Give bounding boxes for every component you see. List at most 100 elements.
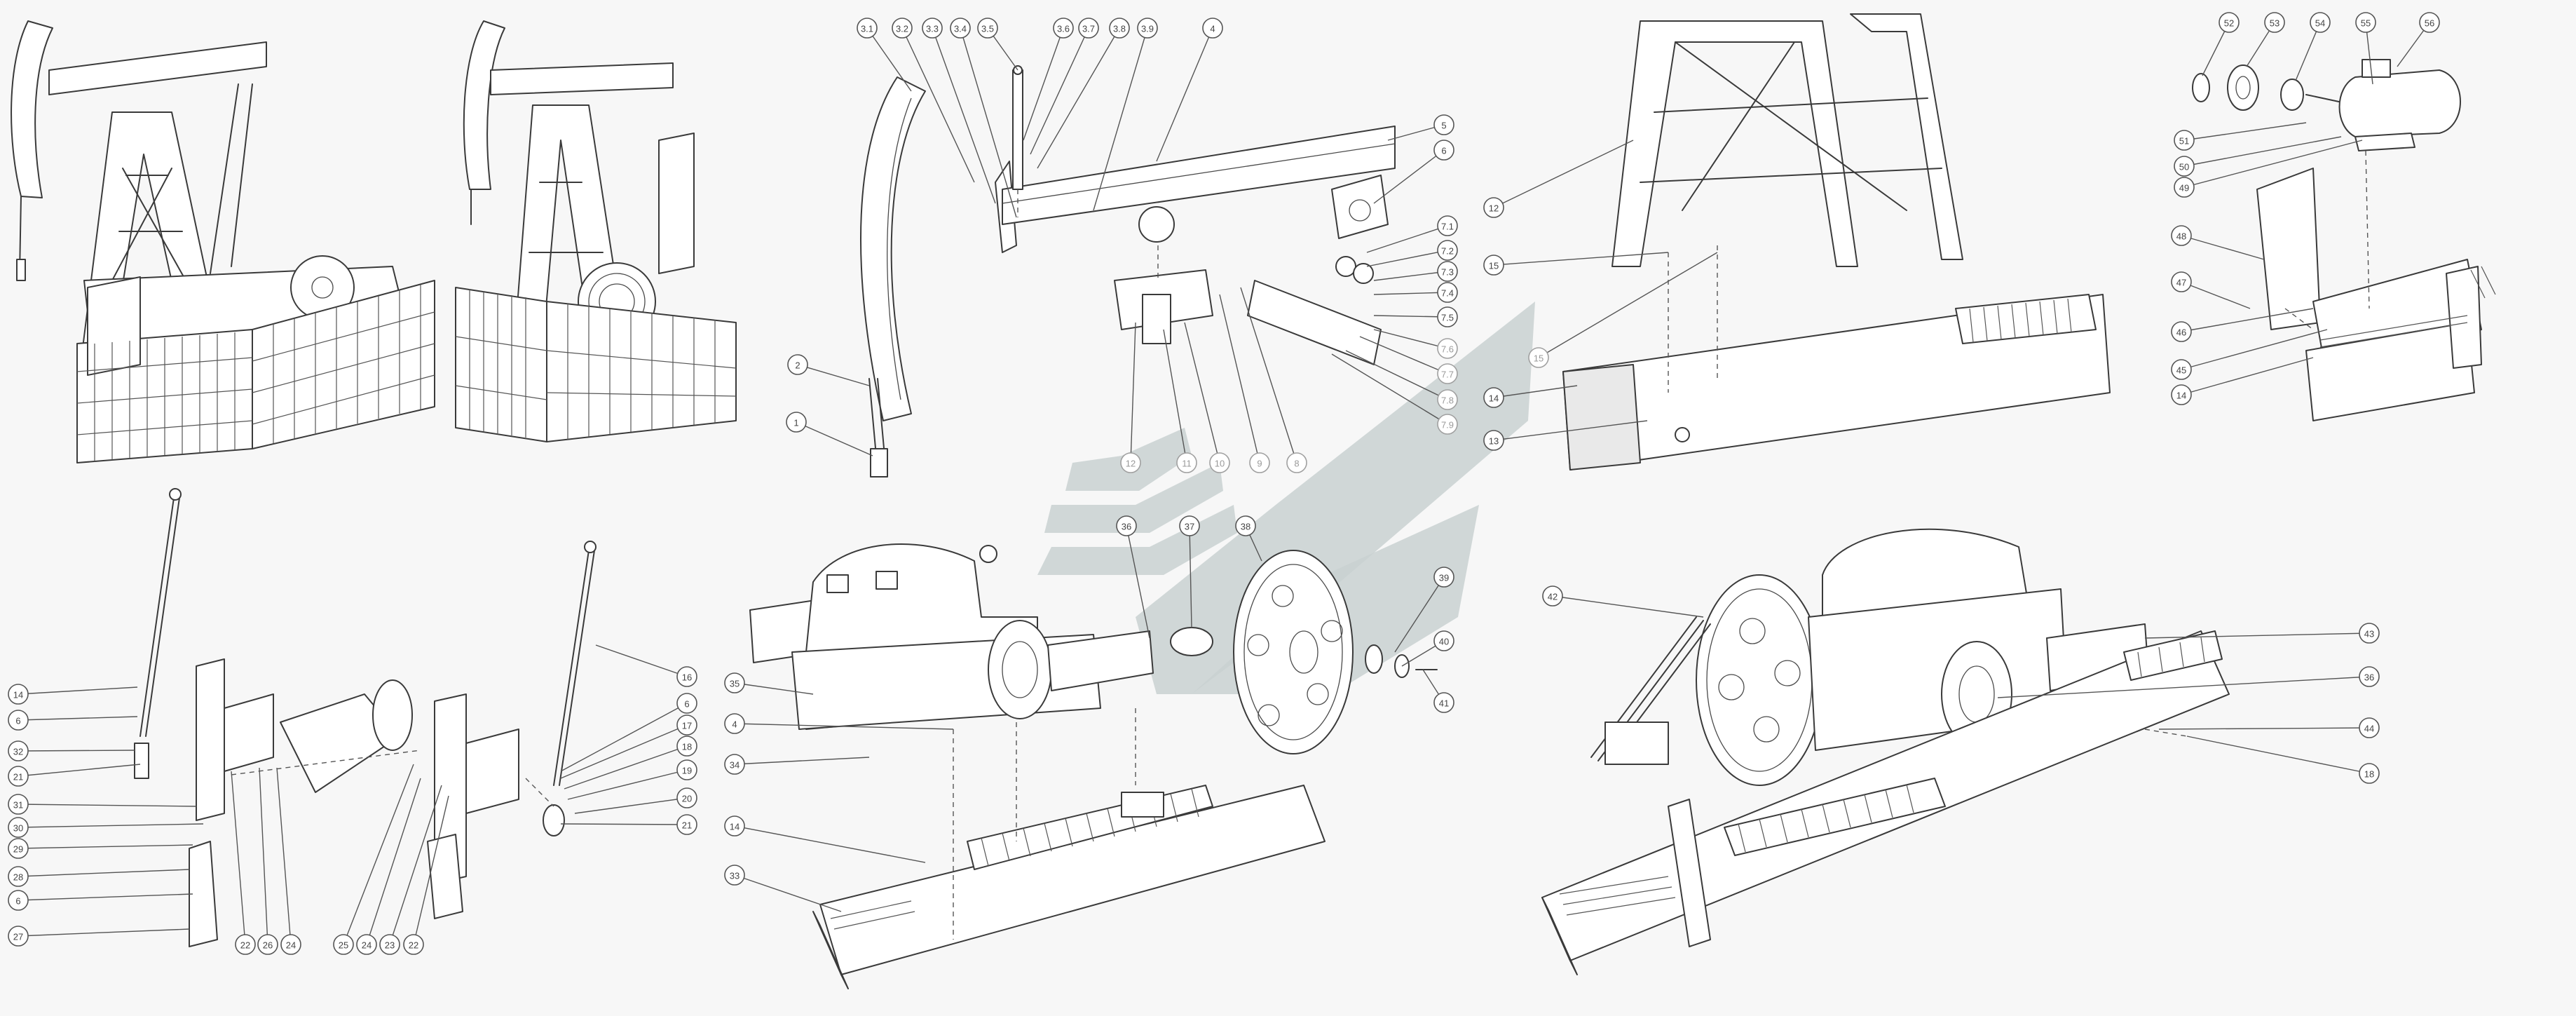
part-callout-6: 6 <box>8 890 29 911</box>
part-callout-56: 56 <box>2419 12 2440 33</box>
leader-line <box>18 823 204 828</box>
callout-label: 4 <box>1210 24 1215 34</box>
callout-label: 38 <box>1241 522 1250 532</box>
callout-label: 7.9 <box>1441 420 1454 431</box>
callout-circle <box>1437 363 1458 384</box>
part-callout-35: 35 <box>724 672 745 693</box>
callout-circle <box>1286 452 1307 473</box>
callout-label: 3.9 <box>1141 24 1154 34</box>
leader-line <box>567 769 688 800</box>
callout-circle <box>1437 282 1458 303</box>
callout-circle <box>676 759 697 780</box>
leader-line <box>1366 225 1448 253</box>
leader-line <box>18 716 138 721</box>
part-callout-50: 50 <box>2174 156 2195 177</box>
leader-line <box>2181 329 2328 370</box>
output-shaft <box>1047 630 1154 691</box>
leader-line <box>2183 140 2363 188</box>
horsehead <box>11 20 53 198</box>
callout-circle <box>379 934 400 955</box>
leader-line <box>18 928 190 937</box>
washer <box>2192 73 2210 102</box>
callout-circle <box>1528 347 1549 368</box>
callout-circle <box>676 787 697 808</box>
leader-line <box>2181 235 2265 260</box>
part-callout-14: 14 <box>1483 387 1504 408</box>
part-callout-7-4: 7.4 <box>1437 282 1458 303</box>
callout-circle <box>724 754 745 775</box>
callout-circle <box>2264 12 2285 33</box>
part-callout-14: 14 <box>724 815 745 836</box>
callout-label: 39 <box>1439 573 1449 583</box>
part-callout-54: 54 <box>2310 12 2331 33</box>
callout-label: 15 <box>1489 261 1499 271</box>
callout-circle <box>333 934 354 955</box>
wrist-pin-right <box>543 804 565 836</box>
callout-label: 47 <box>2176 278 2186 288</box>
callout-label: 14 <box>2176 391 2186 401</box>
callout-circle <box>724 865 745 886</box>
callout-circle <box>2219 12 2240 33</box>
sheave <box>372 679 413 751</box>
leader-line <box>389 785 442 945</box>
leader-line <box>1189 525 1192 628</box>
leader-line <box>2181 308 2314 332</box>
callout-label: 22 <box>409 940 418 951</box>
callout-label: 45 <box>2176 365 2186 376</box>
callout-circle <box>1437 240 1458 261</box>
part-callout-12: 12 <box>1483 197 1504 218</box>
callout-circle <box>1202 18 1223 39</box>
leader-line <box>1359 336 1448 374</box>
wrist-pin-left <box>134 743 149 779</box>
electric-motor <box>2338 69 2461 137</box>
callout-circle <box>2310 12 2331 33</box>
part-callout-2: 2 <box>787 354 808 375</box>
callout-circle <box>1437 215 1458 236</box>
part-callout-39: 39 <box>1433 567 1454 588</box>
part-callout-8: 8 <box>1286 452 1307 473</box>
callout-label: 27 <box>13 932 23 942</box>
part-callout-24: 24 <box>356 934 377 955</box>
grating <box>1955 294 2097 344</box>
part-callout-24: 24 <box>280 934 301 955</box>
part-callout-48: 48 <box>2171 225 2192 246</box>
callout-circle <box>8 684 29 705</box>
part-callout-3-7: 3.7 <box>1078 18 1099 39</box>
callout-label: 1 <box>793 418 798 428</box>
horsehead-walking-beam-exploded <box>859 65 1396 477</box>
callout-circle <box>786 412 807 433</box>
leader-line <box>2144 632 2370 639</box>
callout-label: 54 <box>2315 18 2325 29</box>
leader-line <box>343 764 414 945</box>
callout-circle <box>724 815 745 836</box>
part-callout-51: 51 <box>2174 130 2195 151</box>
part-callout-12: 12 <box>1120 452 1141 473</box>
callout-circle <box>2419 12 2440 33</box>
callout-circle <box>2359 623 2380 644</box>
crank-arm-right <box>434 693 467 884</box>
part-callout-25: 25 <box>333 934 354 955</box>
leader-line <box>1997 676 2370 698</box>
horsehead <box>463 20 505 190</box>
callout-circle <box>676 666 697 687</box>
callout-label: 16 <box>682 672 692 683</box>
callout-circle <box>2171 384 2192 405</box>
leader-line <box>1184 322 1220 463</box>
part-callout-53: 53 <box>2264 12 2285 33</box>
callout-circle <box>8 890 29 911</box>
callout-circle <box>403 934 424 955</box>
callout-circle <box>1483 430 1504 451</box>
part-callout-3-4: 3.4 <box>950 18 971 39</box>
assembled-pump-jack-view-a <box>11 20 435 463</box>
part-callout-23: 23 <box>379 934 400 955</box>
callout-circle <box>8 710 29 731</box>
callout-circle <box>2359 763 2380 784</box>
leader-line <box>564 745 688 790</box>
part-callout-36: 36 <box>2359 666 2380 687</box>
callout-circle <box>1078 18 1099 39</box>
part-callout-7-2: 7.2 <box>1437 240 1458 261</box>
callout-label: 5 <box>1441 121 1446 131</box>
callout-label: 17 <box>682 721 692 731</box>
crank-arm-left <box>196 658 225 821</box>
leader-line <box>1493 252 1669 266</box>
